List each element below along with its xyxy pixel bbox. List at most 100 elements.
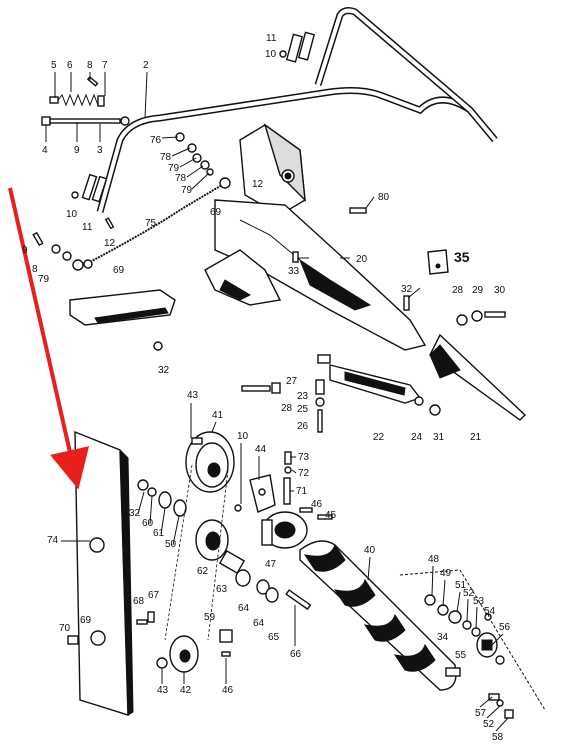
clip-part-35 <box>427 249 449 275</box>
label-71: 71 <box>296 486 308 497</box>
label-32c: 32 <box>129 508 141 519</box>
handle-tube-part-2 <box>96 7 498 213</box>
pulley-part-41 <box>185 431 235 493</box>
nut-part-32-left <box>153 341 163 351</box>
label-54: 54 <box>484 606 496 617</box>
label-78a: 78 <box>160 152 172 163</box>
label-41: 41 <box>212 410 224 421</box>
bolt-part-46-mid <box>299 507 313 513</box>
label-32b: 32 <box>158 365 170 376</box>
bolt-part-73 <box>284 451 292 465</box>
upper-housing-part-12 <box>239 123 306 216</box>
label-46b: 46 <box>222 685 234 696</box>
nut-part-10-mid <box>234 504 242 512</box>
label-26: 26 <box>297 421 309 432</box>
label-20: 20 <box>356 254 368 265</box>
part-labels: 11 10 5 6 8 7 2 4 9 3 76 78 79 78 79 12 … <box>22 33 511 743</box>
label-30: 30 <box>494 285 506 296</box>
label-62: 62 <box>197 566 209 577</box>
nut-part-43-lower <box>156 657 168 669</box>
pin-part-8 <box>86 76 99 87</box>
label-55: 55 <box>455 650 467 661</box>
label-64a: 64 <box>238 603 250 614</box>
label-79c: 79 <box>38 274 50 285</box>
bolt-part-80 <box>349 207 367 214</box>
bolt-part-32-mid <box>403 295 410 311</box>
bolt-part-9 <box>41 116 130 126</box>
bolt-part-9-left <box>32 231 44 247</box>
label-11b: 11 <box>82 222 93 233</box>
label-5: 5 <box>51 60 57 71</box>
label-44: 44 <box>255 444 267 455</box>
label-67: 67 <box>148 590 160 601</box>
bolt-part-30 <box>484 311 506 318</box>
label-6: 6 <box>67 60 73 71</box>
bolt-part-45 <box>317 514 333 520</box>
washer-stack-76-79 <box>175 132 214 176</box>
label-10a: 10 <box>265 49 277 60</box>
washer-part-72 <box>284 466 292 474</box>
label-60: 60 <box>142 518 154 529</box>
washer-part-24 <box>414 396 424 406</box>
bracket-crossbar <box>69 289 176 326</box>
label-25: 25 <box>297 404 309 415</box>
label-53: 53 <box>473 596 485 607</box>
label-9a: 9 <box>74 145 80 156</box>
label-33: 33 <box>288 266 300 277</box>
bracket-part-44 <box>249 474 276 513</box>
tube-part-71 <box>283 477 291 505</box>
label-72: 72 <box>298 468 310 479</box>
label-74: 74 <box>47 535 59 546</box>
gear-assembly-48-58 <box>424 594 514 719</box>
leader-lines <box>45 71 509 732</box>
side-cover-part-74 <box>74 430 134 716</box>
label-40: 40 <box>364 545 376 556</box>
main-frame-part-20 <box>204 199 427 351</box>
label-22: 22 <box>373 432 385 443</box>
label-69a: 69 <box>210 207 222 218</box>
label-64b: 64 <box>253 618 265 629</box>
label-8b: 8 <box>32 264 38 275</box>
belt-path <box>164 464 229 641</box>
label-52b: 52 <box>483 719 495 730</box>
label-10c: 10 <box>237 431 249 442</box>
washer-part-79-left <box>62 251 72 261</box>
bracket-part-11-left <box>81 173 108 203</box>
label-12b: 12 <box>104 238 116 249</box>
bolt-part-27 <box>241 385 271 392</box>
label-46a: 46 <box>311 499 323 510</box>
washer-part-10-left <box>71 191 79 199</box>
label-76: 76 <box>150 135 162 146</box>
label-28a: 28 <box>452 285 464 296</box>
label-31: 31 <box>433 432 445 443</box>
label-73: 73 <box>298 452 310 463</box>
label-2: 2 <box>143 60 149 71</box>
label-27: 27 <box>286 376 298 387</box>
label-7: 7 <box>102 60 108 71</box>
shaft-parts-63-64-65 <box>218 549 312 611</box>
red-pointer-arrow <box>8 187 90 490</box>
shaft-parts-32-60-61-50 <box>137 479 187 517</box>
label-45: 45 <box>325 510 337 521</box>
label-68: 68 <box>133 596 145 607</box>
label-21: 21 <box>470 432 482 443</box>
label-51: 51 <box>455 580 467 591</box>
label-49: 49 <box>440 568 452 579</box>
nut-part-28-left <box>271 382 281 394</box>
label-11a: 11 <box>266 33 277 44</box>
label-35: 35 <box>454 249 470 265</box>
label-28b: 28 <box>281 403 293 414</box>
housing-part-47 <box>261 511 308 549</box>
label-29: 29 <box>472 285 484 296</box>
bolt-part-12-left <box>104 217 115 230</box>
label-32a: 32 <box>401 284 413 295</box>
label-58: 58 <box>492 732 504 743</box>
washer-part-29 <box>471 310 483 322</box>
label-59: 59 <box>204 612 216 623</box>
label-23: 23 <box>297 391 309 402</box>
label-70: 70 <box>59 623 71 634</box>
label-78b: 78 <box>175 173 187 184</box>
nut-part-69-left <box>72 259 84 271</box>
label-69b: 69 <box>113 265 125 276</box>
label-79b: 79 <box>181 185 193 196</box>
